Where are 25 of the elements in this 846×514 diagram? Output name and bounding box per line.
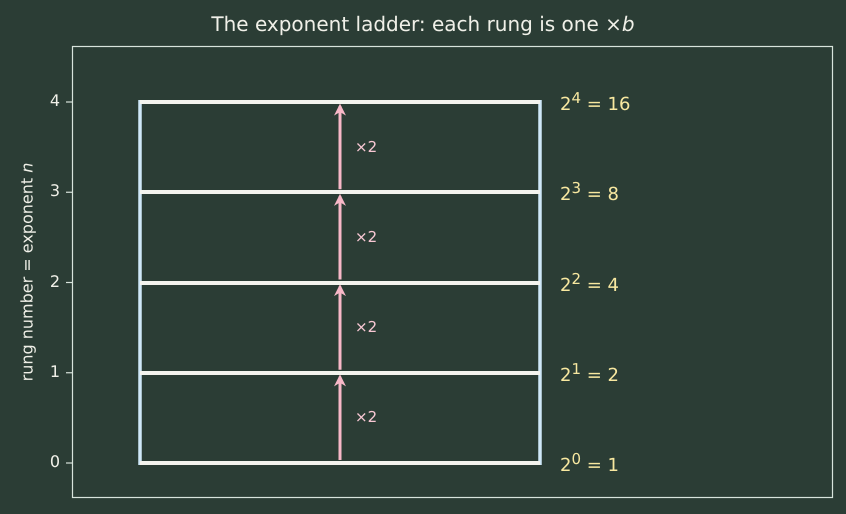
tick-label: 0: [48, 452, 60, 471]
arrow: [334, 284, 346, 370]
arrow: [334, 194, 346, 280]
arrow: [334, 104, 346, 190]
ladder-rung: [140, 100, 540, 104]
power-label: 2$^{2}$ = 4: [560, 270, 619, 296]
ladder-rung: [140, 461, 540, 465]
tick-label: 1: [48, 362, 60, 381]
tick-label: 2: [48, 272, 60, 290]
ladder-rung: [140, 280, 540, 284]
arrow: [334, 374, 346, 460]
edge-label: ×2: [355, 318, 378, 336]
power-label: 2$^{0}$ = 1: [560, 450, 619, 476]
power-label: 2$^{1}$ = 2: [560, 360, 619, 386]
edge-label: ×2: [355, 228, 378, 246]
chart-title: The exponent ladder: each rung is one ×b: [210, 12, 636, 36]
edge-label: ×2: [355, 138, 378, 156]
axis-label: rung number = exponent n: [18, 162, 36, 382]
tick-label: 4: [48, 91, 60, 110]
ladder-rung: [140, 190, 540, 194]
ladder-rung: [140, 370, 540, 375]
edge-label: ×2: [355, 408, 378, 426]
power-label: 2$^{4}$ = 16: [560, 89, 630, 115]
power-label: 2$^{3}$ = 8: [560, 179, 619, 206]
tick-label: 3: [48, 181, 60, 200]
